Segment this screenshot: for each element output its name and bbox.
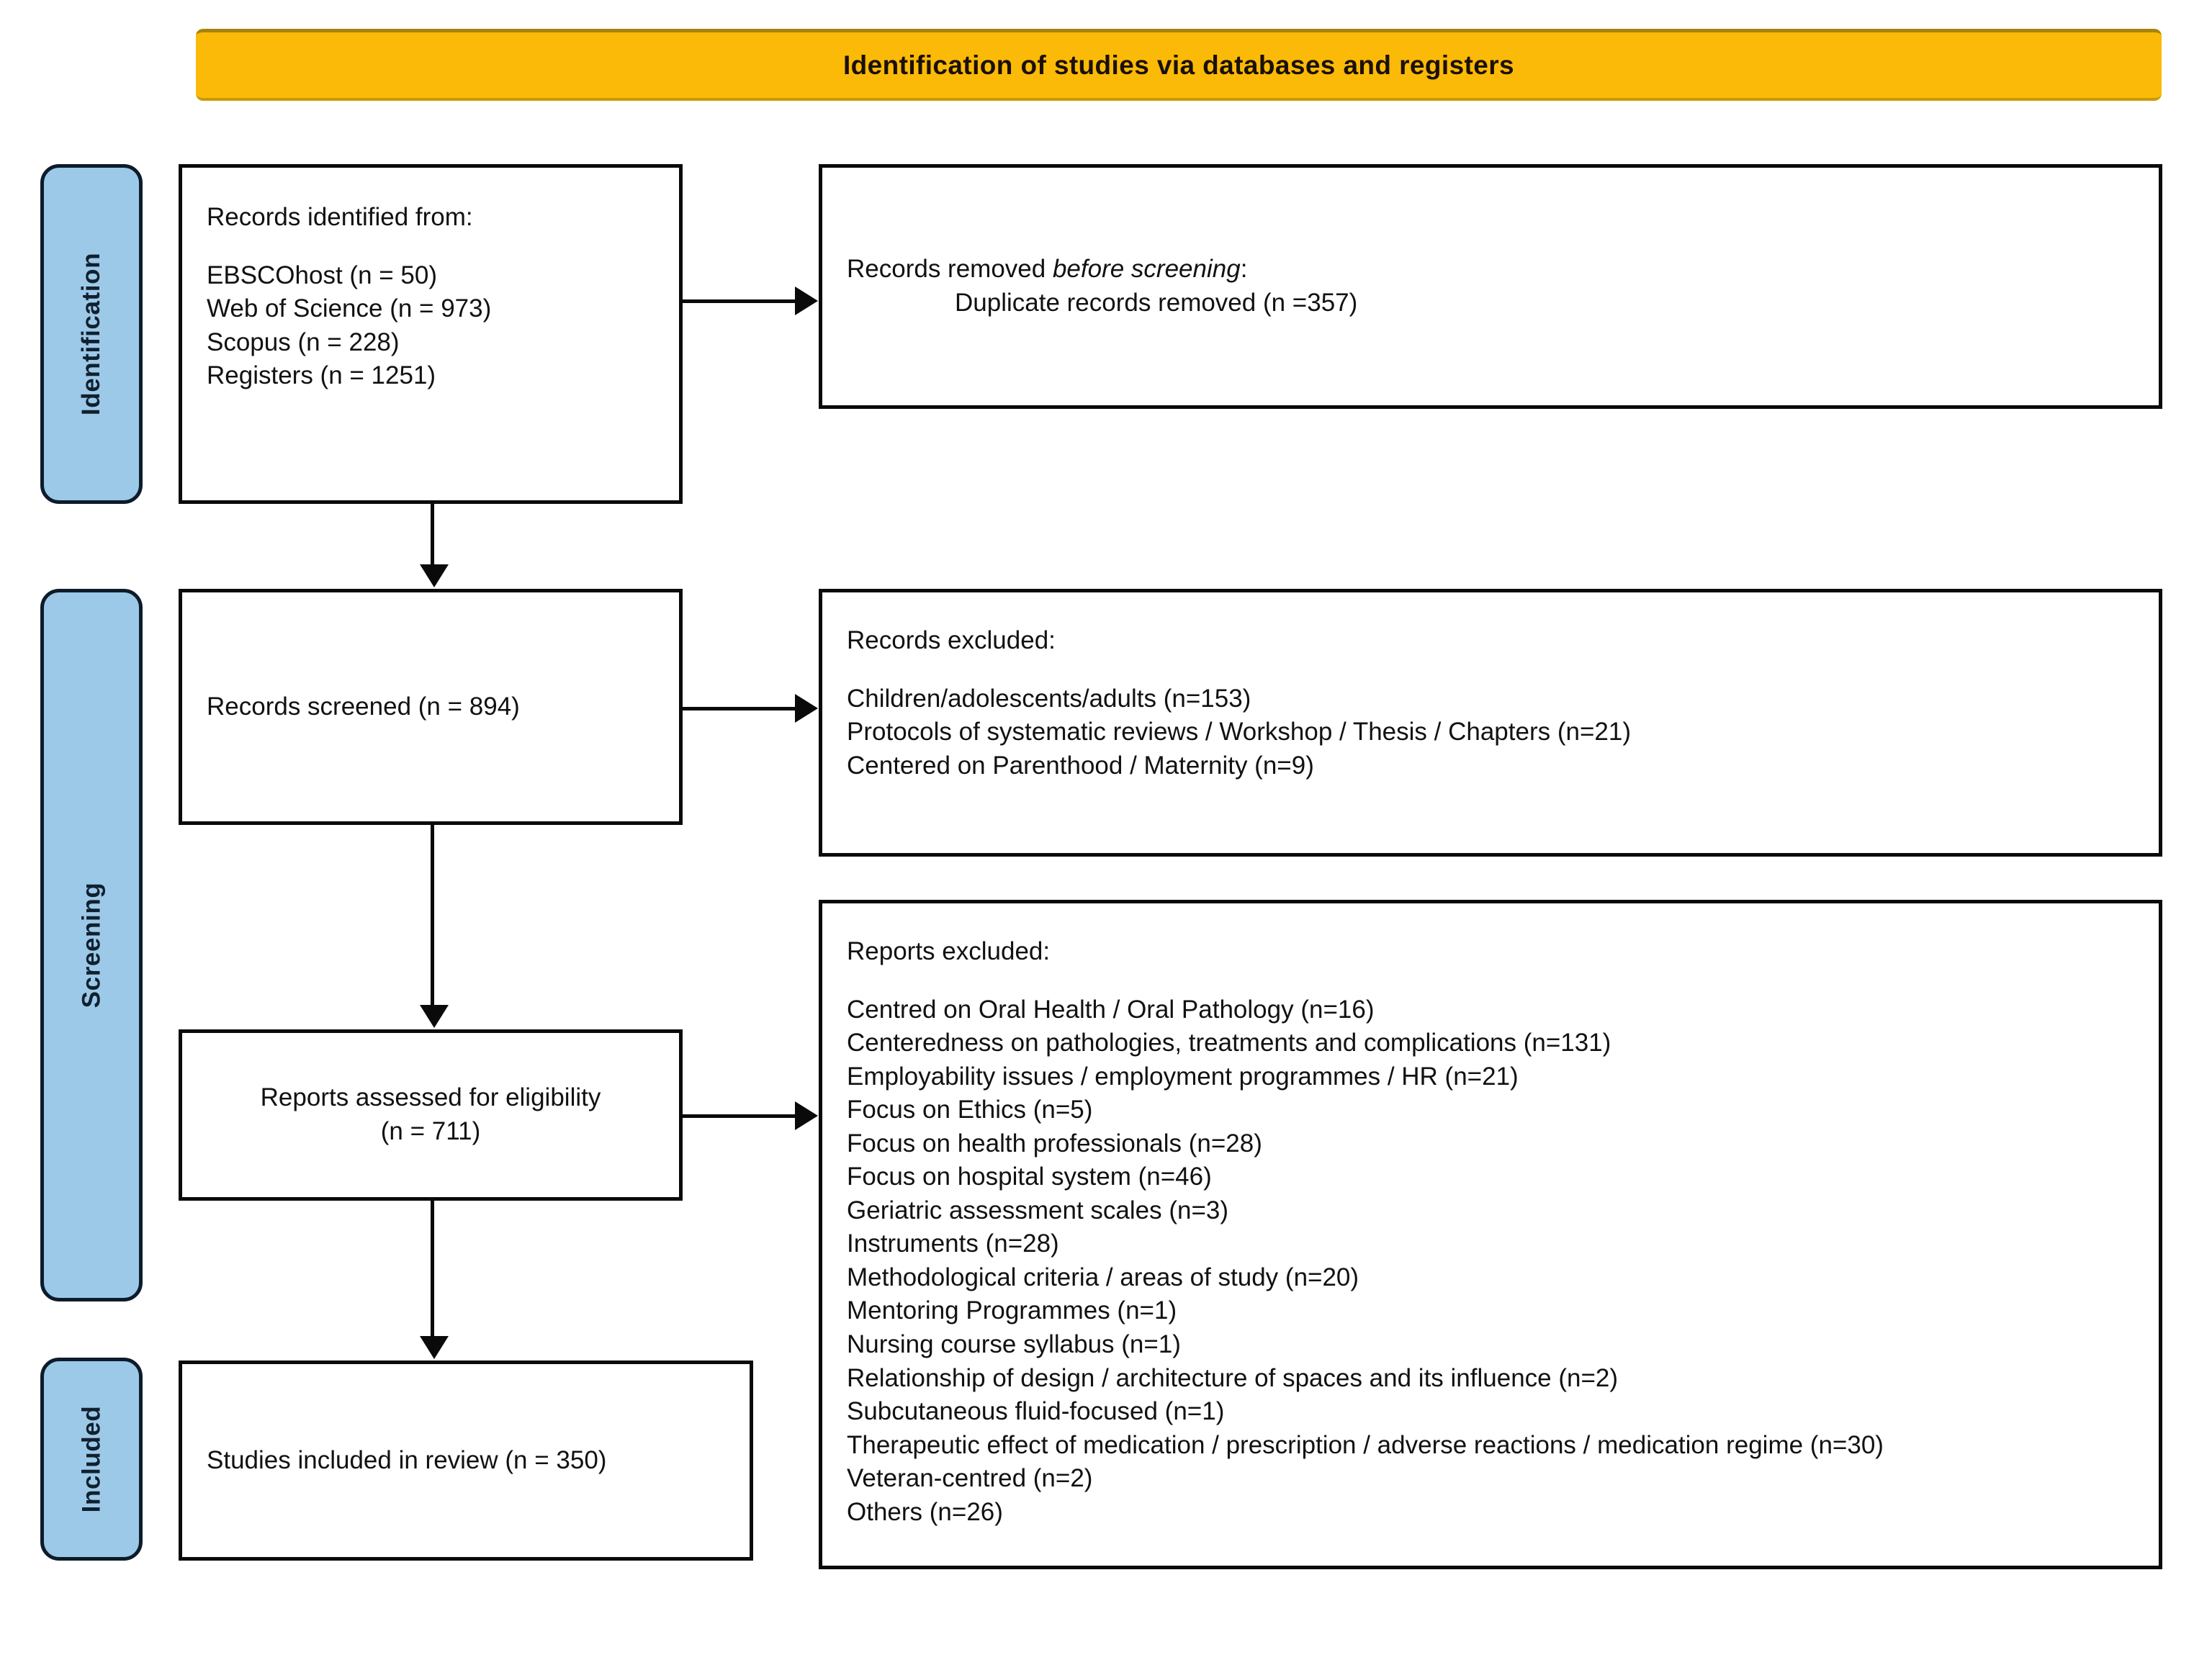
reports-excluded-item: Centeredness on pathologies, treatments …: [847, 1029, 1611, 1057]
records-removed-item: Duplicate records removed (n =357): [955, 289, 1358, 317]
eligibility-line-1: Reports assessed for eligibility: [260, 1083, 601, 1112]
reports-excluded-item: Centred on Oral Health / Oral Pathology …: [847, 995, 1375, 1024]
reports-excluded-item: Focus on health professionals (n=28): [847, 1129, 1262, 1158]
box-studies-included: Studies included in review (n = 350): [179, 1361, 753, 1561]
diagram-header-banner: Identification of studies via databases …: [196, 29, 2162, 101]
box-records-identified: Records identified from: EBSCOhost (n = …: [179, 164, 683, 504]
stage-identification-text: Identification: [77, 252, 105, 416]
arrow-screened-to-records-excluded-line: [683, 707, 796, 710]
reports-excluded-item: Instruments (n=28): [847, 1229, 1059, 1258]
banner-title: Identification of studies via databases …: [842, 50, 1515, 80]
reports-excluded-item: Nursing course syllabus (n=1): [847, 1330, 1181, 1359]
arrow-identified-to-screened-head-icon: [420, 564, 449, 587]
eligibility-line-2: (n = 711): [380, 1117, 481, 1145]
records-screened-text: Records screened (n = 894): [207, 692, 520, 721]
arrow-eligibility-to-reports-excluded-line: [683, 1114, 796, 1118]
records-excluded-item: Centered on Parenthood / Maternity (n=9): [847, 751, 1314, 780]
reports-excluded-item: Subcutaneous fluid-focused (n=1): [847, 1397, 1225, 1426]
reports-excluded-item: Therapeutic effect of medication / presc…: [847, 1430, 1884, 1459]
reports-excluded-item: Methodological criteria / areas of study…: [847, 1263, 1359, 1291]
records-removed-heading-prefix: Records removed: [847, 255, 1053, 284]
reports-excluded-item: Focus on hospital system (n=46): [847, 1163, 1212, 1191]
records-removed-heading-italic: before screening: [1052, 255, 1241, 284]
reports-excluded-item: Geriatric assessment scales (n=3): [847, 1196, 1229, 1224]
records-identified-heading: Records identified from:: [207, 203, 473, 231]
records-excluded-heading: Records excluded:: [847, 626, 1056, 654]
reports-excluded-item: Employability issues / employment progra…: [847, 1062, 1519, 1091]
stage-label-screening: Screening: [40, 589, 143, 1301]
box-reports-assessed-eligibility: Reports assessed for eligibility (n = 71…: [179, 1029, 683, 1201]
records-identified-source: EBSCOhost (n = 50): [207, 261, 438, 289]
stage-screening-text: Screening: [77, 882, 105, 1009]
reports-excluded-item: Mentoring Programmes (n=1): [847, 1296, 1177, 1325]
arrow-screened-to-records-excluded-head-icon: [795, 694, 818, 723]
arrow-identified-to-screened-line: [431, 504, 434, 566]
arrow-screened-to-eligibility-line: [431, 825, 434, 1006]
stage-label-identification: Identification: [40, 164, 143, 504]
reports-excluded-heading: Reports excluded:: [847, 937, 1051, 965]
reports-excluded-item: Focus on Ethics (n=5): [847, 1096, 1093, 1124]
arrow-eligibility-to-reports-excluded-head-icon: [795, 1101, 818, 1130]
spacer: [847, 969, 1884, 993]
spacer: [847, 658, 1631, 682]
box-records-excluded: Records excluded: Children/adolescents/a…: [819, 589, 2162, 857]
stage-label-included: Included: [40, 1358, 143, 1561]
arrow-identified-to-removed-head-icon: [795, 286, 818, 315]
records-excluded-item: Protocols of systematic reviews / Worksh…: [847, 718, 1631, 746]
arrow-screened-to-eligibility-head-icon: [420, 1005, 449, 1028]
box-records-removed: Records removed before screening: Duplic…: [819, 164, 2162, 409]
records-removed-heading-suffix: :: [1240, 255, 1248, 284]
records-identified-source: Web of Science (n = 973): [207, 294, 492, 323]
records-identified-source: Registers (n = 1251): [207, 361, 436, 390]
stage-included-text: Included: [77, 1405, 106, 1513]
records-excluded-item: Children/adolescents/adults (n=153): [847, 684, 1251, 713]
reports-excluded-item: Others (n=26): [847, 1497, 1003, 1526]
box-records-screened: Records screened (n = 894): [179, 589, 683, 825]
records-identified-source: Scopus (n = 228): [207, 328, 400, 356]
records-removed-heading: Records removed before screening:: [847, 253, 1357, 286]
arrow-eligibility-to-included-line: [431, 1201, 434, 1337]
spacer: [207, 235, 491, 259]
arrow-identified-to-removed-line: [683, 299, 796, 303]
arrow-eligibility-to-included-head-icon: [420, 1336, 449, 1359]
studies-included-text: Studies included in review (n = 350): [207, 1445, 607, 1474]
reports-excluded-item: Veteran-centred (n=2): [847, 1464, 1093, 1493]
box-reports-excluded: Reports excluded: Centred on Oral Health…: [819, 900, 2162, 1569]
reports-excluded-item: Relationship of design / architecture of…: [847, 1363, 1619, 1392]
